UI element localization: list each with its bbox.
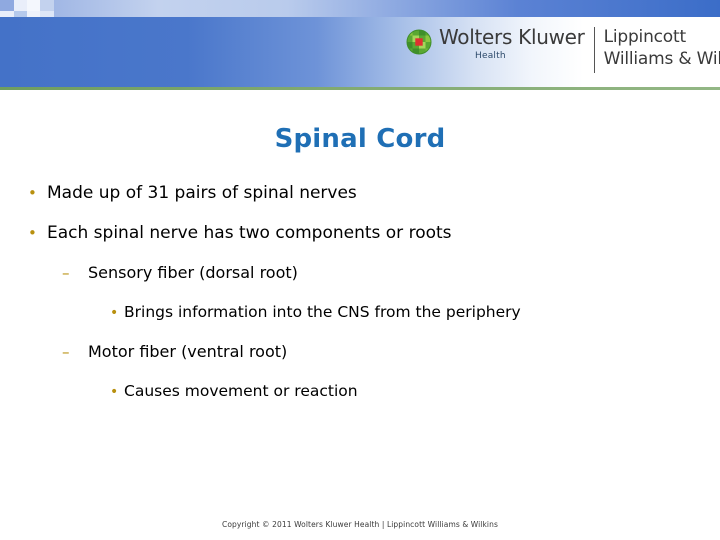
slide-body: • Made up of 31 pairs of spinal nerves •… (0, 182, 720, 420)
logo-divider (593, 27, 595, 73)
bullet-text: Sensory fiber (dorsal root) (88, 263, 298, 282)
bullet-marker-icon: • (110, 305, 119, 321)
brand-sub-text: Health (475, 51, 506, 61)
checker-square (0, 11, 14, 20)
bullet-item: – Motor fiber (ventral root) (0, 341, 720, 363)
bullet-item: • Each spinal nerve has two components o… (0, 222, 720, 244)
wolters-kluwer-wordmark: Wolters Kluwer Health (439, 26, 585, 62)
checker-square (0, 0, 14, 11)
bullet-item: • Brings information into the CNS from t… (0, 302, 720, 323)
bullet-text: Motor fiber (ventral root) (88, 342, 288, 361)
checker-square (40, 11, 54, 20)
header-top-strip (0, 0, 720, 17)
lippincott-wordmark: Lippincott Williams & Wilkins (604, 26, 720, 70)
bullet-item: • Made up of 31 pairs of spinal nerves (0, 182, 720, 204)
bullet-marker-icon: • (28, 224, 37, 242)
brand-secondary-line1: Lippincott (603, 27, 687, 47)
wolters-kluwer-globe-logo (406, 29, 432, 55)
slide-header: Wolters Kluwer Health Lippincott William… (0, 0, 720, 90)
header-green-rule (0, 87, 720, 90)
bullet-item: – Sensory fiber (dorsal root) (0, 262, 720, 284)
header-checker-decoration (0, 0, 74, 20)
dash-marker-icon: – (62, 343, 70, 361)
bullet-marker-icon: • (28, 184, 37, 202)
checker-square (14, 11, 27, 20)
dash-marker-icon: – (62, 264, 70, 282)
checker-square (40, 0, 54, 11)
bullet-item: • Causes movement or reaction (0, 381, 720, 402)
publisher-logo: Wolters Kluwer Health Lippincott William… (406, 26, 720, 82)
bullet-marker-icon: • (110, 384, 119, 400)
header-gradient-band (0, 17, 720, 87)
brand-primary-text: Wolters Kluwer (439, 25, 585, 49)
bullet-text: Causes movement or reaction (124, 382, 358, 400)
bullet-text: Made up of 31 pairs of spinal nerves (47, 183, 357, 203)
checker-square (14, 0, 27, 11)
bullet-text: Each spinal nerve has two components or … (47, 223, 452, 243)
checker-square (27, 0, 40, 11)
copyright-footer: Copyright © 2011 Wolters Kluwer Health |… (222, 520, 498, 529)
brand-secondary-line2: Williams & Wilkins (603, 49, 720, 69)
slide-title: Spinal Cord (274, 124, 446, 154)
bullet-text: Brings information into the CNS from the… (124, 303, 521, 321)
checker-square (27, 11, 40, 20)
